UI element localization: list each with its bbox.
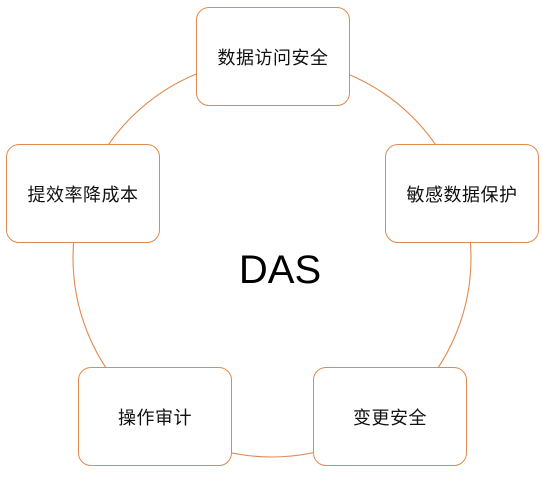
node-operation-audit: 操作审计 (78, 367, 232, 466)
node-change-security: 变更安全 (313, 367, 467, 466)
center-label: DAS (238, 248, 322, 292)
node-efficiency-cost-reduction: 提效率降成本 (6, 144, 160, 243)
node-sensitive-data-protection: 敏感数据保护 (385, 144, 539, 243)
node-data-access-security: 数据访问安全 (196, 7, 350, 106)
